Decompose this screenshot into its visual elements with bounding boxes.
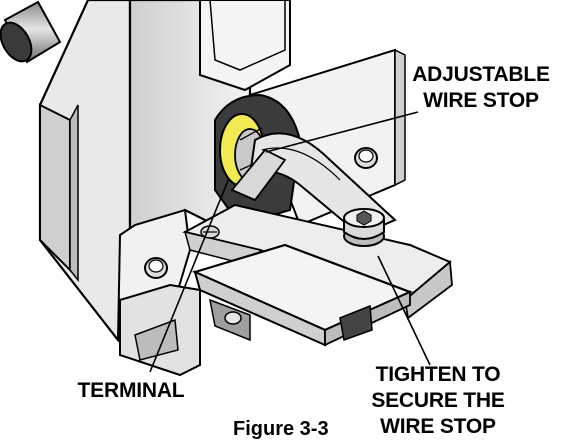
label-terminal: TERMINAL — [66, 378, 196, 404]
socket-head-screw — [343, 208, 385, 247]
leader-terminal — [149, 177, 230, 373]
base-block — [119, 283, 201, 377]
bracket-plate — [182, 203, 453, 320]
leader-tighten — [377, 255, 431, 366]
front-platform — [191, 243, 413, 347]
label-adjustable-line1: ADJUSTABLE — [412, 63, 550, 86]
left-rod — [0, 0, 62, 64]
label-tighten-line2: SECURE THE — [371, 389, 505, 412]
leader-adjustable-wire-stop — [265, 111, 419, 153]
label-tighten: TIGHTEN TO SECURE THE WIRE STOP — [368, 362, 508, 440]
figure-caption: Figure 3-3 — [233, 418, 329, 440]
label-adjustable-line2: WIRE STOP — [423, 89, 539, 112]
label-terminal-text: TERMINAL — [77, 379, 185, 402]
label-adjustable-wire-stop: ADJUSTABLE WIRE STOP — [406, 62, 556, 114]
housing-bolt-left — [144, 257, 168, 279]
label-tighten-line1: TIGHTEN TO — [375, 363, 501, 386]
label-tighten-line3: WIRE STOP — [380, 415, 496, 438]
leader-lines — [149, 111, 431, 373]
housing-bolt-right — [354, 147, 378, 169]
